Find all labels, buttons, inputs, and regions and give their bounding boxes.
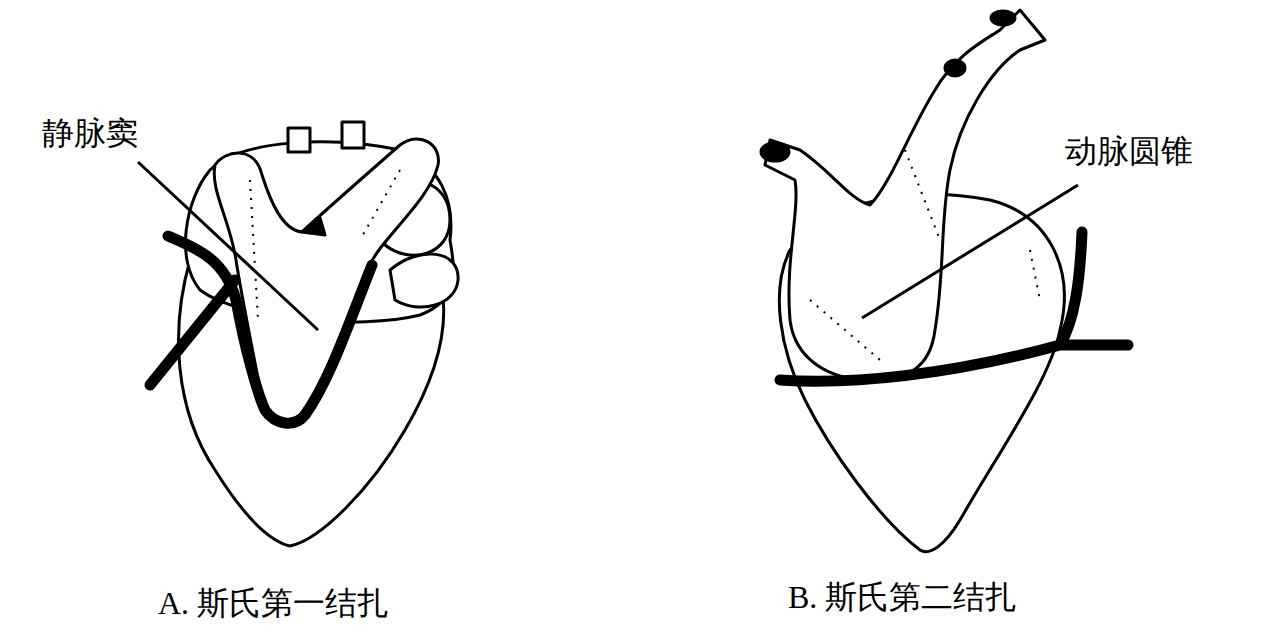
part-label: 静脉窦 bbox=[42, 116, 138, 151]
leader-line bbox=[138, 162, 318, 330]
surface-hatching bbox=[250, 150, 1040, 360]
vessel-stub bbox=[288, 128, 310, 152]
leader-line bbox=[862, 185, 1078, 318]
figure-caption: A. 斯氏第一结扎 bbox=[158, 586, 389, 621]
vessel-stub bbox=[342, 122, 364, 148]
vessel-opening bbox=[991, 11, 1015, 25]
part-label: 动脉圆锥 bbox=[1065, 134, 1193, 169]
vessel-opening bbox=[761, 143, 789, 161]
conus-arteriosus bbox=[765, 10, 1045, 380]
figure-caption: B. 斯氏第二结扎 bbox=[788, 580, 1017, 615]
ligature-thread bbox=[780, 232, 1128, 381]
ligature-thread bbox=[150, 280, 235, 385]
vein-opening bbox=[302, 218, 325, 235]
vessel-opening bbox=[945, 60, 965, 76]
auricle-lobe bbox=[390, 254, 458, 307]
